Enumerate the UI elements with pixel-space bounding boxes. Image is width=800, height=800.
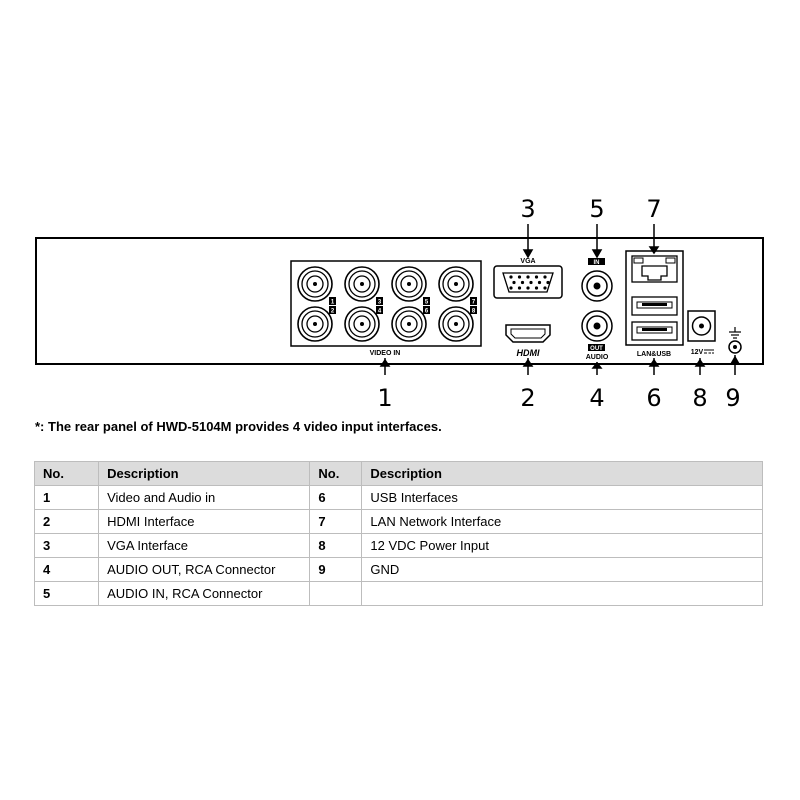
cell-number: 3	[33, 533, 100, 558]
header-no-left: No.	[33, 461, 100, 486]
bnc-connector	[344, 266, 380, 302]
dc-symbol-icon	[704, 349, 714, 354]
cell-description	[361, 581, 763, 606]
cell-number: 2	[33, 509, 100, 534]
bnc-number: 4	[378, 309, 382, 315]
bnc-number-tag	[470, 306, 477, 314]
video-in-frame	[290, 260, 482, 347]
vga-label: VGA	[520, 258, 535, 265]
lan-usb-label: LAN&USB	[637, 351, 671, 358]
bnc-connector	[391, 266, 427, 302]
bnc-number: 3	[378, 300, 382, 306]
bnc-number-tag	[329, 297, 336, 305]
bnc-number-tag	[376, 306, 383, 314]
bnc-connector	[297, 306, 333, 342]
bnc-number: 1	[331, 300, 335, 306]
bnc-number: 8	[472, 309, 476, 315]
cell-number: 4	[33, 557, 100, 582]
callout-1: 1	[377, 384, 392, 412]
cell-description: HDMI Interface	[98, 509, 311, 534]
cell-number: 8	[309, 533, 363, 558]
bnc-number-tag	[470, 297, 477, 305]
cell-number: 5	[33, 581, 100, 606]
callout-2: 2	[520, 384, 535, 412]
header-no-right: No.	[309, 461, 363, 486]
bnc-connector	[391, 306, 427, 342]
cell-description: GND	[361, 557, 763, 582]
cell-description: LAN Network Interface	[361, 509, 763, 534]
cell-number: 1	[33, 485, 100, 510]
gnd-terminal	[728, 340, 742, 354]
bnc-number-tag	[423, 297, 430, 305]
cell-description: Video and Audio in	[98, 485, 311, 510]
rear-panel-diagram: 1 2 3 4 5 6 7 8 VIDEO IN VGA HDMI IN OUT AUDIO	[35, 195, 764, 412]
audio-out-tag-box	[588, 344, 605, 351]
cell-description: USB Interfaces	[361, 485, 763, 510]
header-description-left: Description	[98, 461, 311, 486]
callout-8: 8	[692, 384, 707, 412]
power-label: 12V	[691, 349, 704, 356]
cell-number: 9	[309, 557, 363, 582]
audio-out-rca-connector	[581, 310, 613, 342]
cell-number: 7	[309, 509, 363, 534]
cell-number: 6	[309, 485, 363, 510]
callout-leaders	[379, 224, 741, 375]
bnc-number: 2	[331, 309, 335, 315]
vga-port	[493, 265, 563, 299]
rear-panel-note: *: The rear panel of HWD-5104M provides …	[35, 419, 442, 434]
callout-4: 4	[589, 384, 604, 412]
callout-5: 5	[589, 195, 604, 223]
audio-in-tag-box	[588, 258, 605, 265]
cell-description: 12 VDC Power Input	[361, 533, 763, 558]
video-in-label: VIDEO IN	[370, 350, 401, 357]
hdmi-port	[505, 324, 551, 343]
cell-description: VGA Interface	[98, 533, 311, 558]
hdmi-logo: HDMI	[517, 348, 540, 358]
lan-port	[631, 255, 678, 283]
bnc-number: 6	[425, 309, 429, 315]
bnc-number: 7	[472, 300, 476, 306]
audio-in-rca-connector	[581, 270, 613, 302]
bnc-connector	[438, 306, 474, 342]
cell-description: AUDIO OUT, RCA Connector	[98, 557, 311, 582]
audio-label: AUDIO	[586, 354, 609, 361]
audio-in-tag: IN	[594, 260, 600, 266]
ground-symbol-icon	[729, 327, 741, 339]
callout-3: 3	[520, 195, 535, 223]
cell-description: AUDIO IN, RCA Connector	[98, 581, 311, 606]
bnc-connector	[297, 266, 333, 302]
header-description-right: Description	[361, 461, 763, 486]
bnc-connector	[344, 306, 380, 342]
callout-6: 6	[646, 384, 661, 412]
bnc-number-tag	[376, 297, 383, 305]
bnc-number: 5	[425, 300, 429, 306]
table-header-row: No. Description No. Description	[33, 461, 763, 486]
power-jack	[687, 310, 716, 342]
bnc-connector	[438, 266, 474, 302]
bnc-number-tag	[329, 306, 336, 314]
bnc-number-tag	[423, 306, 430, 314]
callout-7: 7	[646, 195, 661, 223]
usb-port-lower	[631, 321, 678, 341]
bnc-connector-group: 1 2 3 4 5 6 7 8	[297, 266, 477, 342]
audio-out-tag: OUT	[590, 346, 603, 352]
cell-number	[309, 581, 363, 606]
usb-port-upper	[631, 296, 678, 316]
callout-9: 9	[725, 384, 740, 412]
